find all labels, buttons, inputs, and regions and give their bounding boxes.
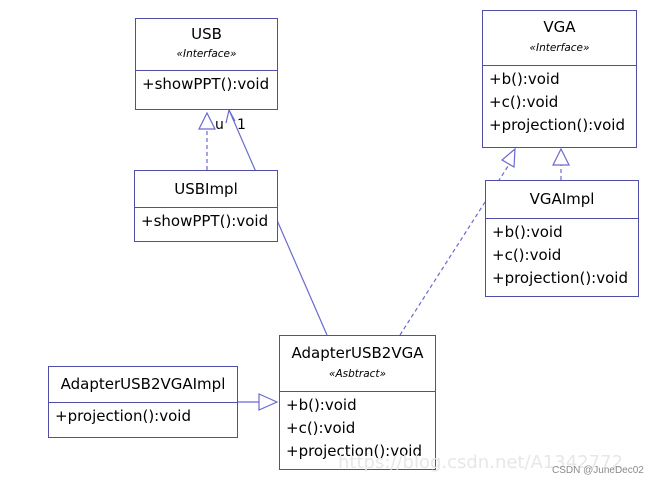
operation: +b():void (489, 70, 560, 88)
operation: +b():void (286, 396, 357, 414)
operation: +showPPT():void (141, 212, 269, 230)
class-name: VGA (543, 18, 576, 36)
operation: +b():void (492, 223, 563, 241)
class-vga[interactable]: VGA «Interface» +b():void +c():void +pro… (482, 10, 637, 148)
operation: +c():void (286, 419, 356, 437)
class-vgaimpl[interactable]: VGAImpl +b():void +c():void +projection(… (485, 180, 639, 297)
hollow-triangle-vga-right (552, 147, 570, 166)
operation: +projection():void (492, 269, 628, 287)
class-adapter[interactable]: AdapterUSB2VGA «Asbtract» +b():void +c()… (279, 335, 436, 470)
class-name: USBImpl (174, 180, 238, 198)
hollow-triangle-adapter (258, 393, 279, 411)
operation: +projection():void (55, 407, 191, 425)
stereotype-label: «Interface» (529, 42, 590, 54)
operation: +c():void (492, 246, 562, 264)
class-name: VGAImpl (529, 190, 595, 208)
class-adapterimpl[interactable]: AdapterUSB2VGAImpl +projection():void (48, 366, 238, 438)
multiplicity-left: u (215, 117, 224, 133)
stereotype-label: «Asbtract» (328, 368, 387, 380)
class-usb[interactable]: USB «Interface» +showPPT():void (135, 18, 278, 110)
operation: +projection():void (286, 442, 422, 460)
stereotype-label: «Interface» (176, 48, 237, 60)
operation: +showPPT():void (142, 75, 270, 93)
association-adapter-usb (228, 109, 328, 336)
operation: +projection():void (489, 116, 625, 134)
credit-text: CSDN @JuneDec02 (552, 465, 644, 476)
class-name: AdapterUSB2VGA (291, 344, 424, 362)
class-usbimpl[interactable]: USBImpl +showPPT():void (134, 170, 278, 242)
class-name: USB (191, 25, 222, 43)
watermark-text: https://blog.csdn.net/A1342772 (338, 452, 624, 473)
operation: +c():void (489, 93, 559, 111)
hollow-triangle-usb (198, 111, 216, 130)
hollow-triangle-vga-left (500, 147, 516, 169)
open-arrowhead-usb (225, 108, 236, 124)
class-name: AdapterUSB2VGAImpl (60, 375, 226, 393)
multiplicity-right: 1 (237, 117, 246, 133)
